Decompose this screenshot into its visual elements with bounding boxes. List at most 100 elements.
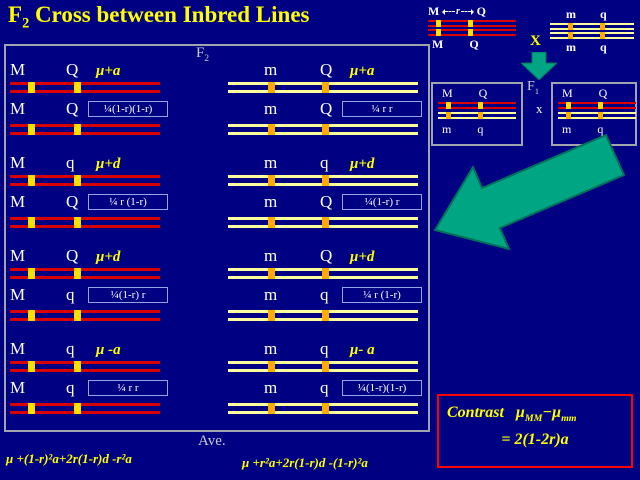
title-sub: 2 — [22, 15, 30, 32]
allele-label: q — [477, 122, 484, 136]
arrow-right-icon — [470, 8, 474, 15]
marker-band-q — [468, 29, 473, 36]
marker-band-q — [600, 23, 605, 30]
chromatid — [10, 217, 160, 220]
marker-band-q — [74, 217, 81, 228]
allele-label: Q — [469, 37, 479, 51]
marker-band-q — [322, 217, 329, 228]
allele-label: Q — [598, 86, 608, 100]
chromosome — [550, 32, 634, 39]
allele-label: M — [562, 86, 573, 100]
big-arrow-icon — [433, 133, 626, 251]
marker-band-q — [74, 124, 81, 135]
allele-label: M — [432, 37, 444, 51]
allele-label: q — [600, 40, 607, 54]
f1-cross-symbol: x — [536, 101, 543, 116]
marker-band-m — [568, 32, 573, 39]
frequency-box: ¼ r r — [88, 380, 168, 396]
marker-band-q — [478, 102, 483, 109]
chromatid — [10, 124, 160, 127]
marker-band-m — [268, 217, 275, 228]
frequency-box: ¼ r (1-r) — [88, 194, 168, 210]
down-arrow-icon — [521, 52, 557, 80]
marker-band-m — [28, 403, 35, 414]
chromosome — [228, 310, 418, 321]
marker-band-m — [446, 112, 451, 119]
allele-label: q — [320, 378, 329, 397]
chromosome — [558, 102, 636, 109]
allele-label: Q — [478, 86, 488, 100]
allele-label: q — [320, 339, 329, 358]
allele-label: M — [10, 246, 26, 265]
chromatid — [10, 183, 160, 186]
allele-label: q — [597, 122, 604, 136]
chromosome — [438, 112, 516, 119]
marker-band-m — [28, 268, 35, 279]
chromosome — [10, 403, 160, 414]
marker-band-m — [28, 175, 35, 186]
chromosome — [428, 20, 516, 27]
chromatid — [10, 132, 160, 135]
chromosome — [10, 310, 160, 321]
f1-label: F1 — [527, 79, 540, 96]
allele-label: m — [264, 378, 278, 397]
marker-band-m — [28, 217, 35, 228]
allele-label: Q — [320, 246, 333, 265]
marker-band-m — [28, 82, 35, 93]
genotype-value: μ- a — [350, 342, 375, 358]
marker-band-m — [566, 112, 571, 119]
marker-band-q — [322, 124, 329, 135]
title-f: F — [8, 2, 23, 27]
marker-band-m — [268, 310, 275, 321]
contrast-label: Contrast — [447, 404, 504, 421]
marker-band-q — [74, 361, 81, 372]
chromosome — [228, 403, 418, 414]
marker-band-m — [268, 124, 275, 135]
allele-label: q — [66, 378, 75, 397]
genotype-value: μ -a — [96, 342, 121, 358]
genotype-value: μ+d — [96, 156, 121, 172]
marker-band-m — [436, 29, 441, 36]
chromosome — [228, 268, 418, 279]
chromosome — [10, 217, 160, 228]
marker-band-m — [446, 102, 451, 109]
marker-band-q — [322, 361, 329, 372]
allele-label: m — [264, 60, 278, 79]
allele-label: m — [264, 285, 278, 304]
marker-band-q — [322, 403, 329, 414]
chromatid — [10, 225, 160, 228]
marker-band-m — [566, 102, 571, 109]
chromatid — [10, 90, 160, 93]
marker-band-m — [268, 82, 275, 93]
marker-band-m — [268, 268, 275, 279]
allele-label: q — [600, 7, 607, 21]
allele-label: q — [66, 339, 75, 358]
genotype-value: μ+a — [350, 63, 375, 79]
marker-band-q — [74, 403, 81, 414]
allele-label: Q — [320, 99, 333, 118]
contrast-result: = 2(1-2r)a — [501, 431, 569, 449]
marker-band-q — [478, 112, 483, 119]
cross-symbol: X — [530, 33, 541, 49]
allele-label: m — [264, 246, 278, 265]
frequency-box: ¼(1-r)(1-r) — [88, 101, 168, 117]
frequency-box: ¼(1-r) r — [88, 287, 168, 303]
allele-label: m — [264, 192, 278, 211]
marker-band-m — [28, 361, 35, 372]
marker-band-q — [74, 175, 81, 186]
allele-label: m — [566, 7, 576, 21]
genotype-value: μ+a — [96, 63, 121, 79]
chromosome — [228, 82, 418, 93]
recombination-distance-arrow: r — [442, 6, 474, 17]
chromatid — [10, 310, 160, 313]
allele-label: M — [10, 192, 26, 211]
allele-label: q — [320, 285, 329, 304]
